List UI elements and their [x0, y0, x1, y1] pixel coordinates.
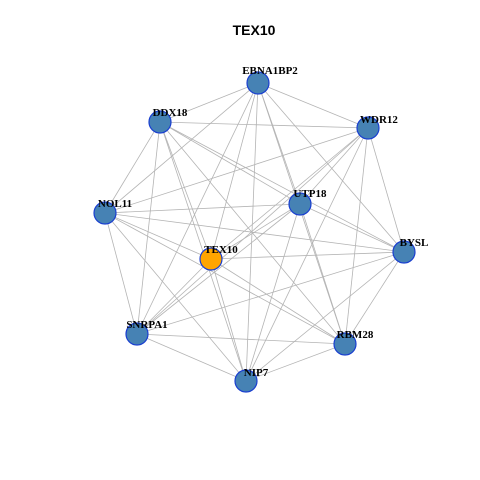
node-bysl: [392, 240, 416, 264]
node-nip7: [234, 369, 258, 393]
node-rbm28: [333, 332, 357, 356]
edge-ddx18-bysl: [159, 121, 405, 253]
edge-nol11-snrpa1: [104, 212, 138, 335]
edge-ddx18-utp18: [159, 121, 301, 205]
node-label-nip7: NIP7: [244, 367, 269, 379]
edge-bysl-nip7: [245, 251, 405, 382]
node-ddx18: [148, 110, 172, 134]
node-label-wdr12: WDR12: [360, 114, 398, 126]
node-wdr12: [356, 116, 380, 140]
node-utp18: [288, 192, 312, 216]
node-label-utp18: UTP18: [294, 188, 328, 200]
edge-wdr12-snrpa1: [136, 127, 369, 335]
edge-ebna1bp2-bysl: [257, 82, 405, 253]
edge-utp18-nol11: [104, 203, 301, 214]
node-label-snrpa1: SNRPA1: [126, 319, 167, 331]
edge-bysl-tex10: [210, 251, 405, 260]
edge-nol11-bysl: [104, 212, 405, 253]
edge-wdr12-tex10: [210, 127, 369, 260]
edge-wdr12-nip7: [245, 127, 369, 382]
node-label-tex10: TEX10: [204, 244, 238, 256]
edge-snrpa1-rbm28: [136, 333, 346, 345]
edge-tex10-rbm28: [210, 258, 346, 345]
node-label-bysl: BYSL: [400, 237, 429, 249]
edge-wdr12-bysl: [367, 127, 405, 253]
edge-wdr12-nol11: [104, 127, 369, 214]
edge-wdr12-rbm28: [344, 127, 369, 345]
edges-layer: [104, 82, 405, 382]
edge-tex10-snrpa1: [136, 258, 212, 335]
node-tex10: [199, 247, 223, 271]
graph-title: TEX10: [233, 22, 276, 38]
node-snrpa1: [125, 322, 149, 346]
edge-nol11-tex10: [104, 212, 212, 260]
edge-nol11-nip7: [104, 212, 247, 382]
edge-utp18-bysl: [299, 203, 405, 253]
edge-ebna1bp2-ddx18: [159, 82, 259, 123]
edge-bysl-snrpa1: [136, 251, 405, 335]
nodes-layer: [93, 71, 416, 393]
edge-utp18-rbm28: [299, 203, 346, 345]
edge-utp18-snrpa1: [136, 203, 301, 335]
edge-ebna1bp2-wdr12: [257, 82, 369, 129]
node-label-ddx18: DDX18: [153, 107, 188, 119]
edge-wdr12-utp18: [299, 127, 369, 205]
edge-nol11-rbm28: [104, 212, 346, 345]
node-label-nol11: NOL11: [98, 198, 132, 210]
edge-snrpa1-nip7: [136, 333, 247, 382]
edge-ddx18-tex10: [159, 121, 212, 260]
edge-tex10-nip7: [210, 258, 247, 382]
node-ebna1bp2: [246, 71, 270, 95]
edge-ddx18-snrpa1: [136, 121, 161, 335]
node-nol11: [93, 201, 117, 225]
node-label-rbm28: RBM28: [337, 329, 374, 341]
edge-utp18-tex10: [210, 203, 301, 260]
edge-bysl-rbm28: [344, 251, 405, 345]
edge-rbm28-nip7: [245, 343, 346, 382]
edge-ddx18-wdr12: [159, 121, 369, 129]
node-label-ebna1bp2: EBNA1BP2: [242, 65, 298, 77]
edge-ddx18-nol11: [104, 121, 161, 214]
